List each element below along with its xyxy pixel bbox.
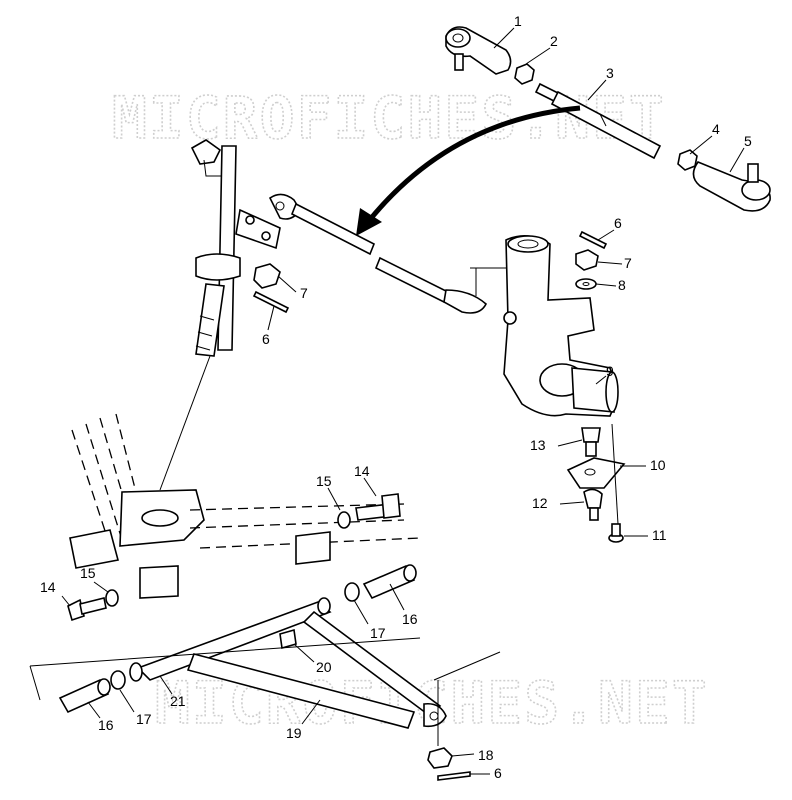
- grease-fitting-20: [279, 628, 297, 650]
- leader-lines: [61, 27, 745, 775]
- callout-11: 11: [652, 527, 667, 543]
- callout-4: 4: [712, 121, 720, 137]
- bolt-14-right: [355, 493, 401, 521]
- callout-6-right: 6: [614, 215, 622, 231]
- nut-guide-line: [433, 651, 501, 746]
- callout-16-left: 16: [98, 717, 114, 733]
- callout-18: 18: [478, 747, 494, 763]
- bushing-16-left: [58, 678, 111, 714]
- cotter-pin-6-left: [252, 290, 290, 314]
- steering-tie-rod-right: [374, 256, 520, 314]
- castle-nut-7-right: [575, 249, 599, 271]
- callout-12: 12: [532, 495, 548, 511]
- tie-rod-end-1: [445, 26, 512, 75]
- washer-8: [575, 278, 597, 290]
- callout-6-bottom: 6: [494, 765, 502, 781]
- callout-7-left: 7: [300, 285, 308, 301]
- spindle-9: [503, 235, 619, 417]
- cotter-pin-6-bottom: [437, 771, 471, 781]
- callout-13: 13: [530, 437, 546, 453]
- jam-nut-2: [514, 63, 535, 85]
- bolt-14-left: [67, 597, 107, 622]
- washer-15-left: [105, 589, 119, 607]
- screw-line: [611, 423, 619, 525]
- callout-labels: 1 2 3 4 5 6 7 8 9 10 11 12 13 6 7 14 15 …: [40, 13, 752, 781]
- cotter-pin-6-right: [578, 230, 608, 250]
- callout-16-right: 16: [402, 611, 418, 627]
- castle-nut-7-left: [253, 263, 281, 289]
- callout-14-left: 14: [40, 579, 56, 595]
- callout-5: 5: [744, 133, 752, 149]
- callout-20: 20: [316, 659, 332, 675]
- jam-nut-4: [677, 149, 698, 171]
- callout-15-right: 15: [316, 473, 332, 489]
- tie-rod-end-5: [692, 161, 771, 212]
- washer-17-right: [344, 582, 360, 602]
- callout-1: 1: [514, 13, 522, 29]
- a-arm-19: [129, 597, 447, 729]
- callout-7-right: 7: [624, 255, 632, 271]
- steering-tie-rod-left: [268, 193, 376, 256]
- washer-15-right: [337, 511, 351, 529]
- callout-21: 21: [170, 693, 186, 709]
- frame-tubes: [69, 413, 421, 599]
- callout-6-left: 6: [262, 331, 270, 347]
- callout-9: 9: [606, 363, 614, 379]
- callout-17-right: 17: [370, 625, 386, 641]
- ball-joint-12: [583, 488, 603, 521]
- steering-column: [190, 139, 281, 357]
- callout-14-right: 14: [354, 463, 370, 479]
- washer-17-left: [110, 670, 126, 690]
- pivot-guide-line: [29, 637, 421, 701]
- nut-18: [427, 747, 453, 769]
- assembly-arrow: [356, 105, 581, 236]
- callout-15-left: 15: [80, 565, 96, 581]
- callout-10: 10: [650, 457, 666, 473]
- callout-8: 8: [618, 277, 626, 293]
- callout-19: 19: [286, 725, 302, 741]
- callout-3: 3: [606, 65, 614, 81]
- callout-17-left: 17: [136, 711, 152, 727]
- callout-2: 2: [550, 33, 558, 49]
- screw-11: [608, 523, 624, 543]
- bracket-10: [566, 457, 626, 489]
- bushing-16-right: [362, 564, 417, 600]
- bolt-13: [581, 427, 601, 457]
- column-shaft-line: [159, 355, 211, 491]
